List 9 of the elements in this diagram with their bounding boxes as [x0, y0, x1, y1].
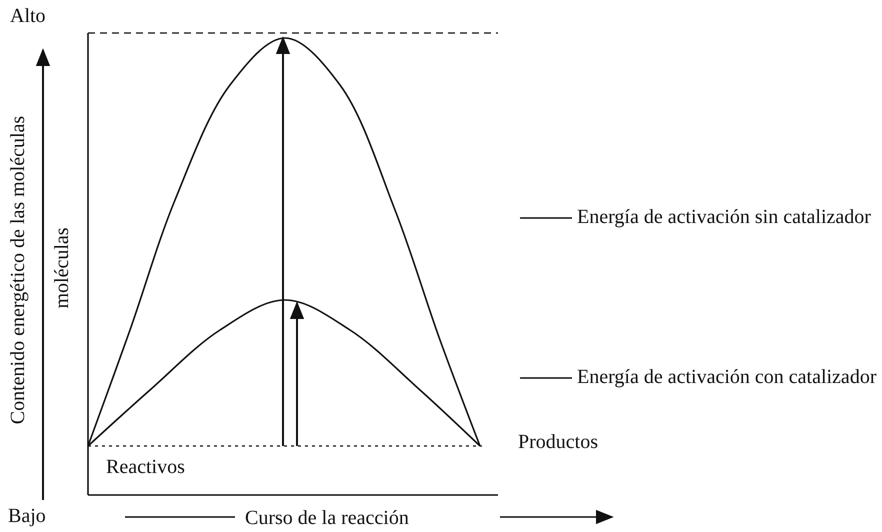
axis-title: moléculas: [50, 227, 74, 309]
legend-label: Energía de activación sin catalizador: [577, 205, 872, 230]
legend-label: Energía de activación con catalizador: [577, 365, 877, 390]
curve-label: Reactivos: [106, 455, 185, 479]
axis-title: Curso de la reacción: [245, 506, 409, 530]
axis-label: Bajo: [8, 504, 46, 528]
curve-label: Productos: [518, 430, 598, 454]
axis-label: Alto: [10, 4, 46, 28]
axis-title: Contenido energético de las moléculas: [6, 116, 30, 424]
